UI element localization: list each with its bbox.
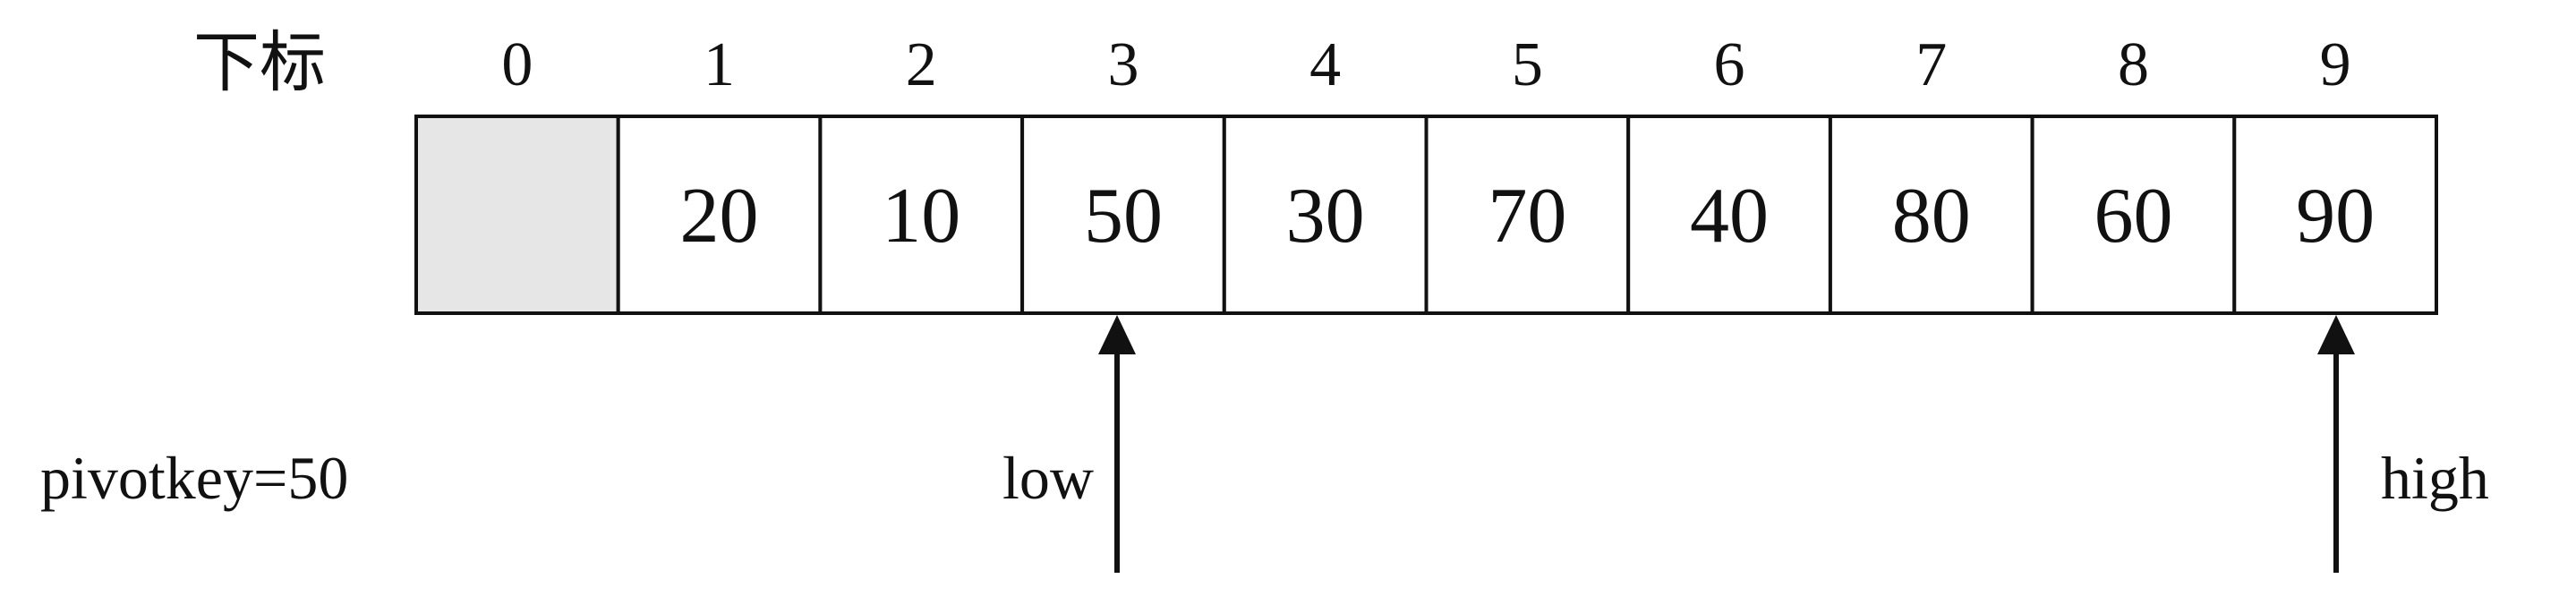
array-cell [818,115,1025,315]
index-number: 9 [2320,30,2351,99]
array-value: 70 [1488,173,1566,260]
index-number: 5 [1512,30,1543,99]
index-number: 1 [704,30,735,99]
array-value: 90 [2296,173,2375,260]
index-number: 7 [1915,30,1947,99]
array-cell [1828,115,2034,315]
array-value: 30 [1286,173,1365,260]
value-labels: 20 10 50 30 70 40 80 60 90 [680,173,2376,260]
index-number: 2 [906,30,937,99]
array-cell [2232,115,2439,315]
array-value: 60 [2094,173,2172,260]
array-cell [1626,115,1832,315]
array-value: 20 [680,173,759,260]
array-cell [2030,115,2237,315]
index-number: 8 [2118,30,2149,99]
array-value: 50 [1084,173,1163,260]
array-value: 10 [882,173,960,260]
low-pointer [1098,315,1136,573]
empty-array-cell [414,115,620,315]
low-label: low [1002,444,1094,512]
array-cell [616,115,823,315]
array-cell [1222,115,1429,315]
index-row: 0 1 2 3 4 5 6 7 8 9 [501,30,2350,99]
array-value: 40 [1690,173,1769,260]
index-label: 下标 [193,27,326,100]
pivot-key-label: pivotkey=50 [40,444,348,512]
index-number: 0 [501,30,533,99]
array-value: 80 [1892,173,1971,260]
index-number: 4 [1309,30,1341,99]
high-pointer-arrowhead-icon [2317,315,2355,354]
index-number: 6 [1714,30,1745,99]
array-cells [414,115,2439,315]
index-number: 3 [1107,30,1139,99]
high-label: high [2381,444,2489,512]
array-cell [1424,115,1631,315]
low-pointer-arrowhead-icon [1098,315,1136,354]
high-pointer [2317,315,2355,573]
